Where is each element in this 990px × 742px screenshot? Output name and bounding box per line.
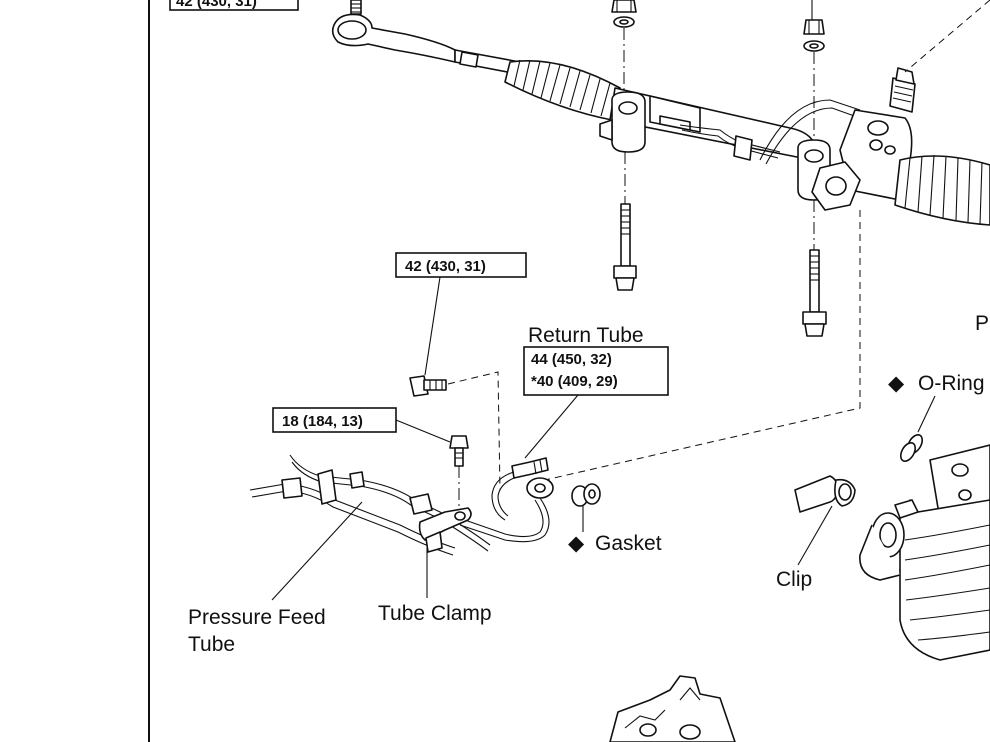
mount-bolt-right [802,249,827,337]
torque-box-42: 42 (430, 31) [395,252,527,278]
mount-bolt-left [613,203,637,291]
o-ring-label: O-Ring [918,372,985,395]
torque-box-top-left: 42 (430, 31) [169,0,299,11]
torque-return-tube-line2: *40 (409, 29) [531,373,618,390]
return-tube-label: Return Tube [528,324,644,347]
clip-part [794,475,856,513]
pressure-feed-tube-label-line1: Pressure Feed [188,606,326,629]
gasket-label: Gasket [595,532,662,555]
clip-label: Clip [776,568,812,591]
partial-label-p: P [975,312,989,335]
left-mount-bushing [611,91,646,153]
steering-rack-assembly [331,0,990,226]
pressure-feed-tube-label-line2: Tube [188,633,235,656]
torque-bolt-18-text: 18 (184, 13) [282,413,363,430]
union-bolt-42 [409,375,447,397]
torque-bolt-42-text: 42 (430, 31) [405,258,486,275]
gasket-symbol: ◆ [568,532,585,555]
bottom-bracket [609,675,736,742]
gasket-part [571,483,601,507]
mount-nut-left [611,0,637,28]
tube-clamp-label: Tube Clamp [378,602,492,625]
tube-assembly [249,454,554,556]
o-ring-symbol: ◆ [888,372,905,395]
torque-box-18: 18 (184, 13) [272,407,397,433]
torque-return-tube-line1: 44 (450, 32) [531,351,612,368]
clamp-bolt-18 [449,435,469,467]
mount-nut-right [803,0,825,52]
torque-box-return-tube: 44 (450, 32) *40 (409, 29) [523,346,669,396]
o-ring-part [899,434,924,462]
torque-top-left-text: 42 (430, 31) [176,0,257,10]
vane-pump [859,444,990,661]
